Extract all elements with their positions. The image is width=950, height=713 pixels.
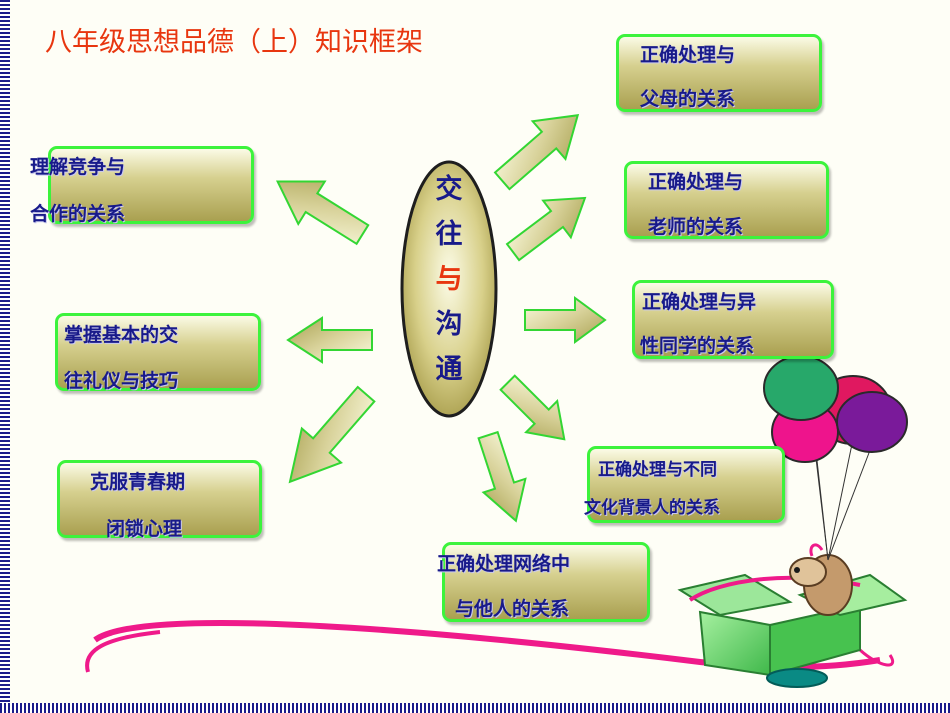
center-char-5: 通 — [435, 354, 463, 385]
center-char-4: 沟 — [435, 309, 463, 340]
center-char-2: 往 — [435, 219, 463, 250]
topic-etiquette-line1: 掌握基本的交 — [64, 324, 179, 346]
topic-etiquette-line2: 往礼仪与技巧 — [64, 370, 179, 392]
topic-box-adolescence — [57, 460, 262, 538]
topic-parents-line1: 正确处理与 — [640, 44, 736, 66]
topic-competition-line1: 理解竞争与 — [30, 156, 126, 178]
topic-cultures-line1: 正确处理与不同 — [598, 460, 717, 480]
arrow-opposite-sex — [524, 296, 607, 344]
topic-box-parents — [616, 34, 822, 112]
topic-opposite-sex-line2: 性同学的关系 — [640, 335, 755, 357]
center-char-3: 与 — [435, 264, 463, 295]
topic-online-line2: 与他人的关系 — [455, 598, 570, 620]
topic-adolescence-line1: 克服青春期 — [90, 471, 186, 493]
topic-box-opposite-sex — [632, 280, 834, 359]
center-char-1: 交 — [435, 174, 463, 205]
topic-teachers-line1: 正确处理与 — [648, 171, 744, 193]
center-topic: 交 往 与 沟 通 — [400, 160, 498, 418]
arrows — [275, 114, 607, 523]
topic-box-teachers — [624, 161, 829, 239]
arrow-parents — [493, 114, 580, 191]
arrow-cultures — [499, 374, 566, 441]
center-ellipse — [400, 160, 498, 418]
topic-adolescence-line2: 闭锁心理 — [106, 518, 183, 540]
topic-box-cultures — [587, 446, 785, 523]
balloons-illustration — [763, 355, 908, 561]
topic-box-etiquette — [55, 313, 261, 391]
left-border — [0, 0, 10, 713]
arrow-online — [477, 430, 527, 523]
arrow-teachers — [505, 196, 587, 262]
topic-competition-line2: 合作的关系 — [30, 203, 126, 225]
page-title: 八年级思想品德（上）知识框架 — [45, 27, 423, 58]
topic-teachers-line2: 老师的关系 — [648, 216, 744, 238]
bottom-border — [0, 703, 950, 713]
topic-parents-line2: 父母的关系 — [640, 88, 736, 110]
topic-box-online — [442, 542, 650, 622]
gift-box-illustration — [677, 573, 908, 688]
dog-illustration — [789, 543, 853, 616]
topic-online-line1: 正确处理网络中 — [437, 553, 571, 575]
arrow-etiquette — [286, 316, 373, 364]
topic-cultures-line2: 文化背景人的关系 — [584, 498, 720, 518]
arrow-competition — [275, 180, 370, 246]
topic-opposite-sex-line1: 正确处理与异 — [642, 291, 757, 313]
arrow-adolescence — [288, 385, 376, 484]
topic-box-competition — [48, 146, 254, 224]
ribbon — [93, 619, 881, 671]
